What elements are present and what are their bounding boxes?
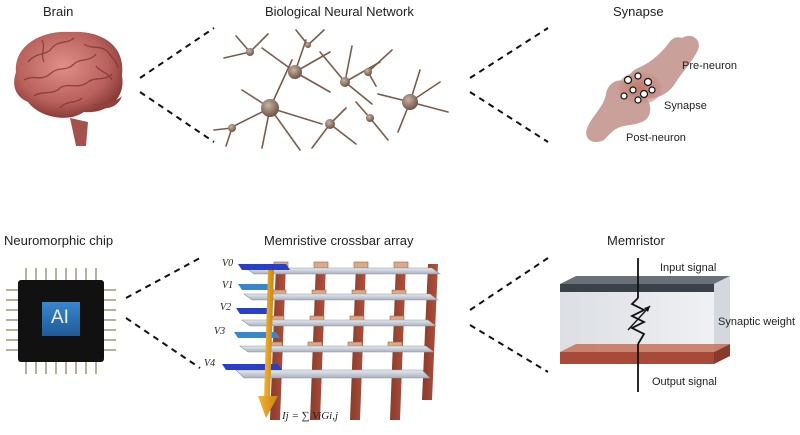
crossbar-cells bbox=[267, 261, 409, 349]
brain-illustration bbox=[14, 31, 123, 146]
connector-lines bbox=[125, 27, 549, 373]
voltage-label-4: V4 bbox=[204, 358, 216, 369]
input-signal-label: Input signal bbox=[660, 262, 717, 274]
chip-title: Neuromorphic chip bbox=[4, 233, 114, 248]
memristor-illustration bbox=[560, 258, 730, 392]
synaptic-weight-label: Synaptic weight bbox=[718, 316, 796, 328]
memristor-title: Memristor bbox=[607, 233, 665, 248]
voltage-label-2: V2 bbox=[220, 302, 232, 313]
synapse-label: Synapse bbox=[664, 100, 707, 112]
chip-ai-label: AI bbox=[51, 307, 69, 328]
brain-title: Brain bbox=[43, 4, 74, 19]
top-electrodes bbox=[235, 267, 441, 379]
current-arrow bbox=[258, 270, 278, 418]
voltage-label-1: V1 bbox=[222, 280, 234, 291]
bnn-title: Biological Neural Network bbox=[265, 4, 414, 19]
voltage-label-3: V3 bbox=[214, 326, 226, 337]
post-neuron-label: Post-neuron bbox=[626, 132, 686, 144]
chip-illustration bbox=[6, 268, 116, 374]
pre-neuron-label: Pre-neuron bbox=[682, 60, 738, 72]
synapse-illustration bbox=[586, 35, 699, 143]
crossbar-illustration bbox=[222, 261, 441, 420]
current-equation: Ij = ∑ ViGi,j bbox=[282, 410, 338, 422]
synapse-title: Synapse bbox=[613, 4, 664, 19]
crossbar-title: Memristive crossbar array bbox=[264, 233, 414, 248]
voltage-label-0: V0 bbox=[222, 258, 234, 269]
output-signal-label: Output signal bbox=[652, 376, 717, 388]
neural-network-illustration bbox=[213, 29, 449, 151]
